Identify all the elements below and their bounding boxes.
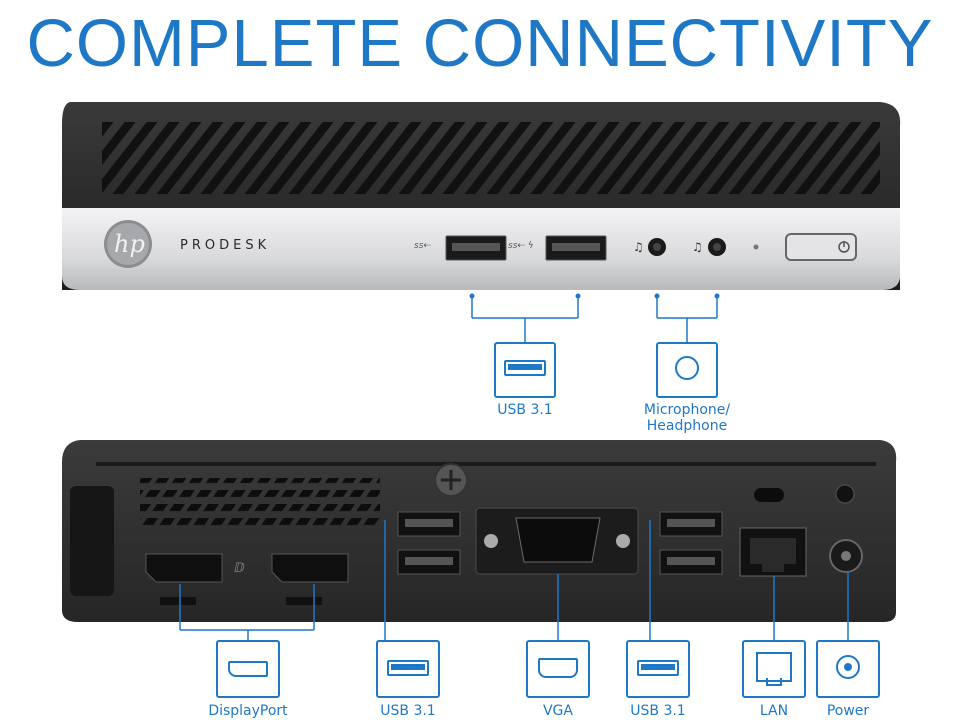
lock-slot: [754, 488, 784, 502]
front-power-button: [785, 233, 857, 261]
rear-callout-lines: [179, 520, 849, 640]
svg-text:ⅅ: ⅅ: [234, 561, 245, 576]
front-usb-label: USB 3.1: [497, 402, 553, 418]
vga-label: VGA: [542, 703, 573, 719]
front-vents: [102, 122, 880, 194]
power-jack-icon: [816, 640, 880, 698]
audio-jack-icon: [656, 342, 718, 398]
front-audio-label: Microphone/ Headphone: [643, 402, 731, 434]
usb-icon: [376, 640, 440, 698]
front-panel: ♫ ♫: [62, 102, 901, 290]
rear-handle: [70, 486, 114, 596]
vga-icon: [526, 640, 590, 698]
power-label: Power: [826, 703, 870, 719]
lan-label: LAN: [759, 703, 789, 719]
displayport-1: [145, 553, 223, 583]
rear-panel: ⅅ: [62, 440, 897, 622]
usb-ss-mark-2: ss⇠ ϟ: [508, 241, 534, 251]
front-callout-lines: [471, 296, 718, 342]
usb-icon: [494, 342, 556, 398]
svg-text:♫: ♫: [633, 240, 644, 254]
usb-ss-mark-1: ss⇠: [414, 241, 431, 251]
rear-vents: [140, 478, 380, 528]
usb-icon: [626, 640, 690, 698]
ethernet-icon: [742, 640, 806, 698]
hp-logo-text: hp: [114, 230, 145, 258]
rear-usb-left-label: USB 3.1: [380, 703, 436, 719]
svg-text:♫: ♫: [692, 240, 703, 254]
rear-usb-right-label: USB 3.1: [630, 703, 686, 719]
page-title: COMPLETE CONNECTIVITY: [26, 6, 934, 81]
displayport-label: DisplayPort: [208, 703, 288, 719]
displayport-icon: [216, 640, 280, 698]
displayport-2: [271, 553, 349, 583]
brand-name: PRODESK: [180, 238, 271, 253]
